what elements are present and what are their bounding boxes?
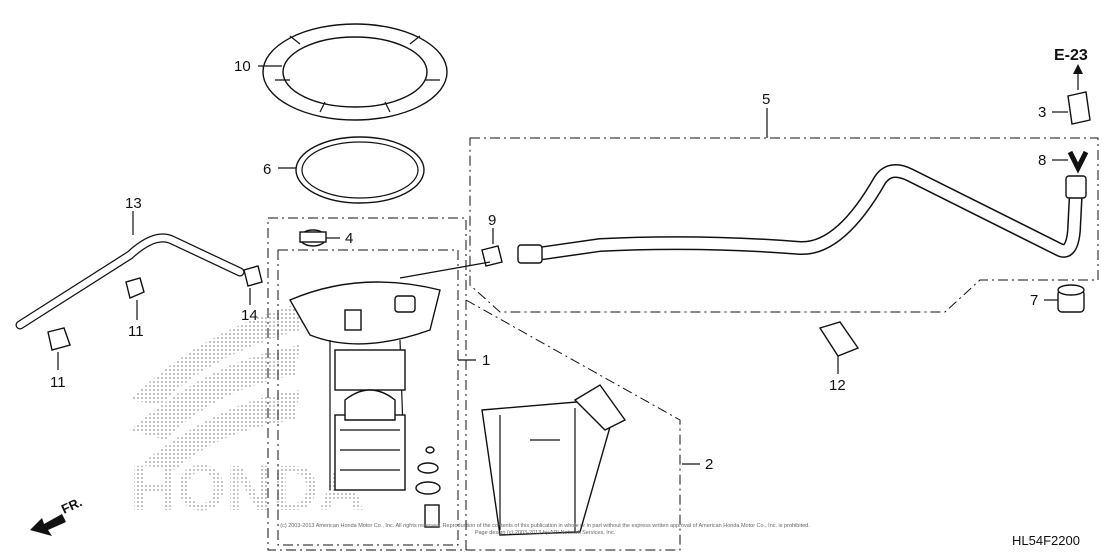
part-5-fuel-hose[interactable] <box>517 164 1087 264</box>
direction-label: FR. <box>59 494 84 516</box>
honda-watermark: HONDA <box>130 300 365 524</box>
part-5-outline <box>469 137 1099 313</box>
callout-11a: 11 <box>128 323 144 340</box>
part-12-clip[interactable] <box>818 321 860 357</box>
copyright-line-1: (c) 2003-2013 American Honda Motor Co., … <box>280 523 810 529</box>
callout-11b: 11 <box>50 374 66 391</box>
callout-3: 3 <box>1038 104 1046 121</box>
callout-5: 5 <box>762 91 770 108</box>
diagram-code: HL54F2200 <box>1012 533 1080 548</box>
part-3-connector[interactable] <box>1067 91 1091 125</box>
part-7-grommet[interactable] <box>1057 284 1085 313</box>
reference-e23[interactable]: E-23 <box>1054 47 1088 64</box>
part-1-outline <box>277 249 459 546</box>
callout-7: 7 <box>1030 292 1038 309</box>
part-13-hose[interactable] <box>15 233 245 330</box>
copyright-line-2: Page design (c) 2003-2013 by ARI Network… <box>475 530 616 536</box>
part-11-clip-a[interactable] <box>125 277 145 299</box>
part-4-grommet[interactable] <box>299 229 327 247</box>
part-2-housing[interactable] <box>481 384 627 536</box>
arrow-up-icon <box>1073 64 1083 74</box>
callout-13: 13 <box>125 195 142 212</box>
part-2-outline <box>465 299 681 551</box>
callout-1: 1 <box>482 352 490 369</box>
front-direction-arrow: FR. <box>30 494 84 536</box>
watermark-text: HONDA <box>130 452 365 524</box>
callout-10: 10 <box>234 58 251 75</box>
part-11-clip-b[interactable] <box>47 327 71 351</box>
callout-12: 12 <box>829 377 846 394</box>
callout-6: 6 <box>263 161 271 178</box>
callout-9: 9 <box>488 212 496 229</box>
part-8-clip[interactable] <box>1067 150 1089 174</box>
part-10-lock-ring[interactable] <box>262 23 448 121</box>
part-6-gasket[interactable] <box>295 136 425 204</box>
part-14-clip[interactable] <box>243 265 263 287</box>
callout-8: 8 <box>1038 152 1046 169</box>
part-9-clip[interactable] <box>481 245 503 267</box>
callout-2: 2 <box>705 456 713 473</box>
part-1-fuel-pump[interactable] <box>289 281 441 528</box>
callout-14: 14 <box>241 307 258 324</box>
callout-4: 4 <box>345 230 353 247</box>
